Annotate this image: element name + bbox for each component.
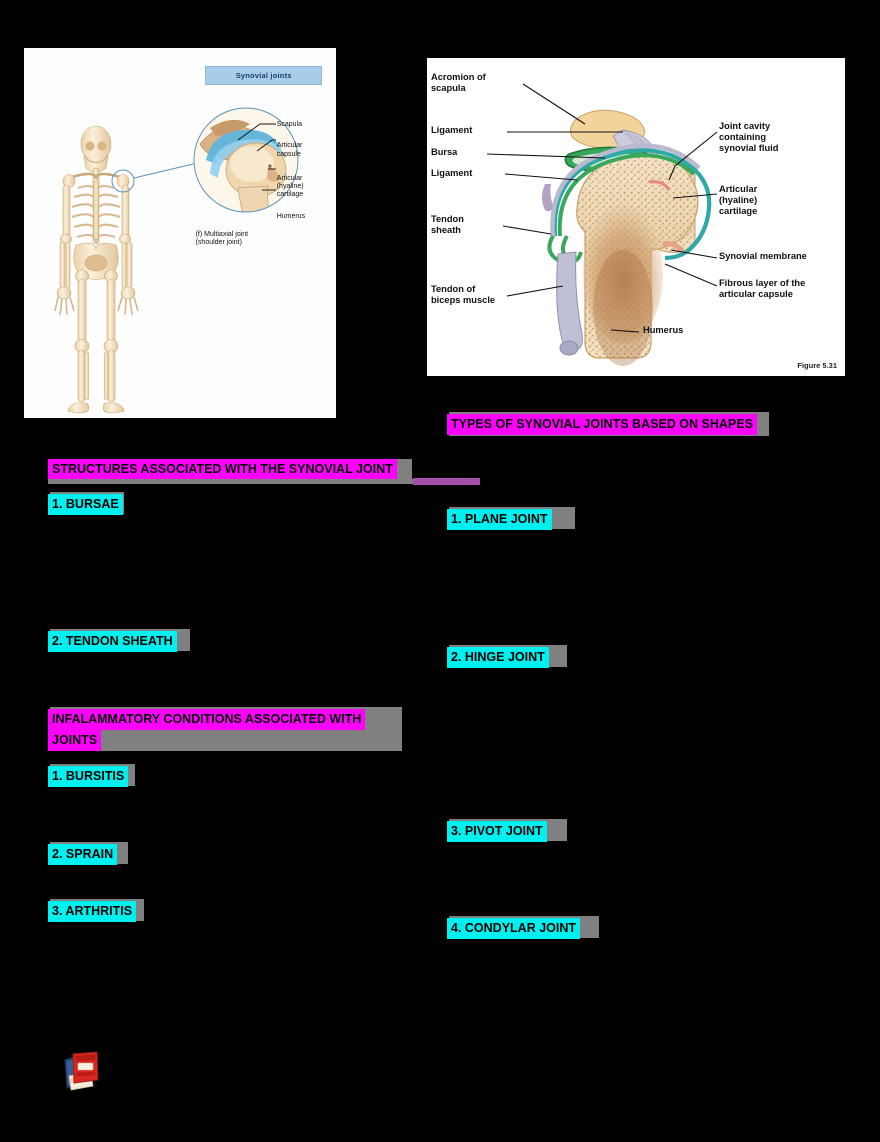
inflammatory-header-line1: INFALAMMATORY CONDITIONS ASSOCIATED WITH xyxy=(48,709,366,730)
list-item-sprain: 2. SPRAIN xyxy=(48,844,118,865)
left-label-humerus: Humerus xyxy=(276,213,306,221)
list-item-arthritis: 3. ARTHRITIS xyxy=(48,901,137,922)
right-label-ligament-upper: Ligament xyxy=(431,125,473,135)
right-label-humerus: Humerus xyxy=(643,325,684,335)
right-label-bursa: Bursa xyxy=(431,147,458,157)
left-figure-canvas: Synovial joints xyxy=(24,48,336,418)
list-item-pivot-joint: 3. PIVOT JOINT xyxy=(447,821,547,842)
list-item-hinge-joint: 2. HINGE JOINT xyxy=(447,647,549,668)
shoulder-joint-closeup xyxy=(193,107,299,213)
right-label-ligament-lower: Ligament xyxy=(431,168,473,178)
books-icon xyxy=(64,1051,99,1091)
right-label-synovial-membrane: Synovial membrane xyxy=(719,251,807,261)
inflammatory-header-line2: JOINTS xyxy=(48,730,102,751)
list-item-tendon-sheath: 2. TENDON SHEATH xyxy=(48,631,177,652)
synovial-joints-banner: Synovial joints xyxy=(204,65,323,85)
shoulder-anatomy-drawing xyxy=(486,83,718,366)
structures-header-underline-purple xyxy=(413,478,480,485)
left-label-articular-cartilage: Articular(hyaline)cartilage xyxy=(276,174,304,199)
list-item-bursae: 1. BURSAE xyxy=(48,494,123,515)
list-item-bursitis: 1. BURSITIS xyxy=(48,766,129,787)
right-label-articular-cartilage: Articular(hyaline)cartilage xyxy=(719,184,758,216)
list-item-plane-joint: 1. PLANE JOINT xyxy=(447,509,552,530)
structures-header-underline-gray xyxy=(48,479,414,484)
figure-number-caption: Figure 5.31 xyxy=(797,361,837,370)
skeleton-illustration xyxy=(54,125,207,414)
skeleton-synovial-joint-figure: Synovial joints xyxy=(24,48,336,418)
list-item-condylar-joint: 4. CONDYLAR JOINT xyxy=(447,918,581,939)
synovial-joints-banner-label: Synovial joints xyxy=(235,70,292,80)
left-label-scapula: Scapula xyxy=(276,120,303,128)
structures-associated-header: STRUCTURES ASSOCIATED WITH THE SYNOVIAL … xyxy=(48,459,397,480)
left-figure-caption: (f) Multiaxial joint(shoulder joint) xyxy=(195,231,249,247)
types-of-synovial-joints-header: TYPES OF SYNOVIAL JOINTS BASED ON SHAPES xyxy=(447,414,757,435)
